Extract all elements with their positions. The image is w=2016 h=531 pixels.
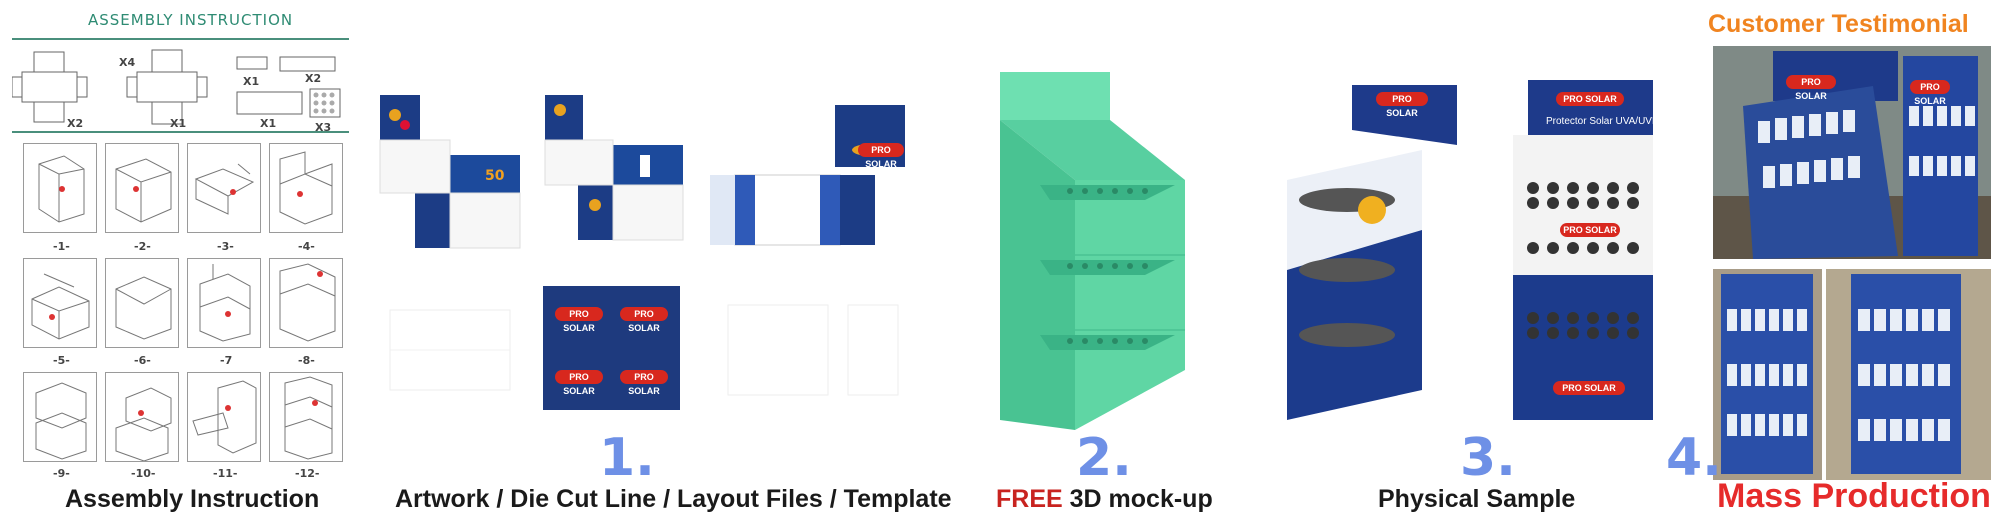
testimonial-photo bbox=[1713, 46, 1991, 259]
artwork-logo: PRO SOLAR bbox=[620, 307, 668, 333]
svg-text:50: 50 bbox=[485, 168, 505, 184]
step-diagram bbox=[23, 143, 97, 233]
artwork-layout bbox=[544, 95, 684, 241]
step-number: 3. bbox=[1460, 428, 1516, 488]
step-label: -9- bbox=[53, 467, 70, 480]
step-label: -4- bbox=[298, 240, 315, 253]
artwork-logo: PRO SOLAR bbox=[555, 370, 603, 396]
part-label: X2 bbox=[305, 72, 322, 85]
step-number: 1. bbox=[599, 428, 655, 488]
part-label: X3 bbox=[315, 121, 332, 134]
die-cut-lines bbox=[727, 304, 899, 396]
production-caption: Mass Production bbox=[1717, 477, 1991, 515]
part-label: X1 bbox=[260, 117, 277, 130]
part-label: X2 bbox=[67, 117, 84, 130]
mockup-caption: FREE 3D mock-up bbox=[996, 485, 1213, 514]
sample-subline: Protector Solar UVA/UVB bbox=[1546, 116, 1659, 127]
step-diagram bbox=[269, 372, 343, 462]
artwork-caption: Artwork / Die Cut Line / Layout Files / … bbox=[395, 485, 952, 513]
step-diagram bbox=[187, 258, 261, 348]
step-number: 2. bbox=[1076, 428, 1132, 488]
step-label: -6- bbox=[134, 354, 151, 367]
assembly-caption: Assembly Instruction bbox=[65, 485, 320, 513]
sample-logo: PRO SOLAR bbox=[1560, 223, 1620, 237]
production-photo bbox=[1826, 269, 1991, 480]
production-photo bbox=[1713, 269, 1822, 480]
die-cut-lines bbox=[389, 309, 511, 391]
divider-bottom bbox=[12, 131, 349, 133]
sample-logo: PRO SOLAR bbox=[1556, 92, 1624, 106]
production-logo: PRO SOLAR bbox=[1786, 75, 1836, 101]
part-label: X4 bbox=[119, 56, 136, 69]
assembly-header: ASSEMBLY INSTRUCTION bbox=[88, 11, 294, 29]
step-label: -2- bbox=[134, 240, 151, 253]
print-sheet bbox=[543, 286, 680, 410]
step-label: -1- bbox=[53, 240, 70, 253]
step-label: -8- bbox=[298, 354, 315, 367]
production-logo: PRO SOLAR bbox=[1910, 80, 1950, 106]
divider-top bbox=[12, 38, 349, 40]
step-diagram bbox=[23, 372, 97, 462]
step-diagram bbox=[269, 258, 343, 348]
step-label: -12- bbox=[295, 467, 320, 480]
step-number: 4. bbox=[1666, 428, 1722, 488]
mockup-3d-display bbox=[1000, 72, 1185, 430]
step-diagram bbox=[23, 258, 97, 348]
physical-sample-display bbox=[1513, 80, 1653, 420]
step-label: -11- bbox=[213, 467, 238, 480]
sample-logo: PRO SOLAR bbox=[1376, 92, 1428, 118]
free-label: FREE bbox=[996, 485, 1063, 513]
step-label: -7 bbox=[220, 354, 233, 367]
step-label: -10- bbox=[131, 467, 156, 480]
artwork-logo: PRO SOLAR bbox=[858, 143, 904, 169]
mockup-label: 3D mock-up bbox=[1062, 485, 1213, 513]
step-diagram bbox=[187, 372, 261, 462]
step-diagram bbox=[105, 143, 179, 233]
artwork-logo: PRO SOLAR bbox=[620, 370, 668, 396]
sample-logo: PRO SOLAR bbox=[1553, 381, 1625, 395]
physical-sample-display bbox=[1287, 85, 1457, 420]
part-label: X1 bbox=[170, 117, 187, 130]
artwork-layout bbox=[710, 105, 905, 246]
step-label: -3- bbox=[217, 240, 234, 253]
artwork-layout: 50 bbox=[379, 95, 521, 249]
step-label: -5- bbox=[53, 354, 70, 367]
step-diagram bbox=[105, 258, 179, 348]
step-diagram bbox=[105, 372, 179, 462]
sample-caption: Physical Sample bbox=[1378, 485, 1576, 513]
artwork-logo: PRO SOLAR bbox=[555, 307, 603, 333]
step-diagram bbox=[187, 143, 261, 233]
part-label: X1 bbox=[243, 75, 260, 88]
parts-diagram bbox=[12, 49, 341, 125]
step-diagram bbox=[269, 143, 343, 233]
testimonial-title: Customer Testimonial bbox=[1708, 10, 1969, 38]
